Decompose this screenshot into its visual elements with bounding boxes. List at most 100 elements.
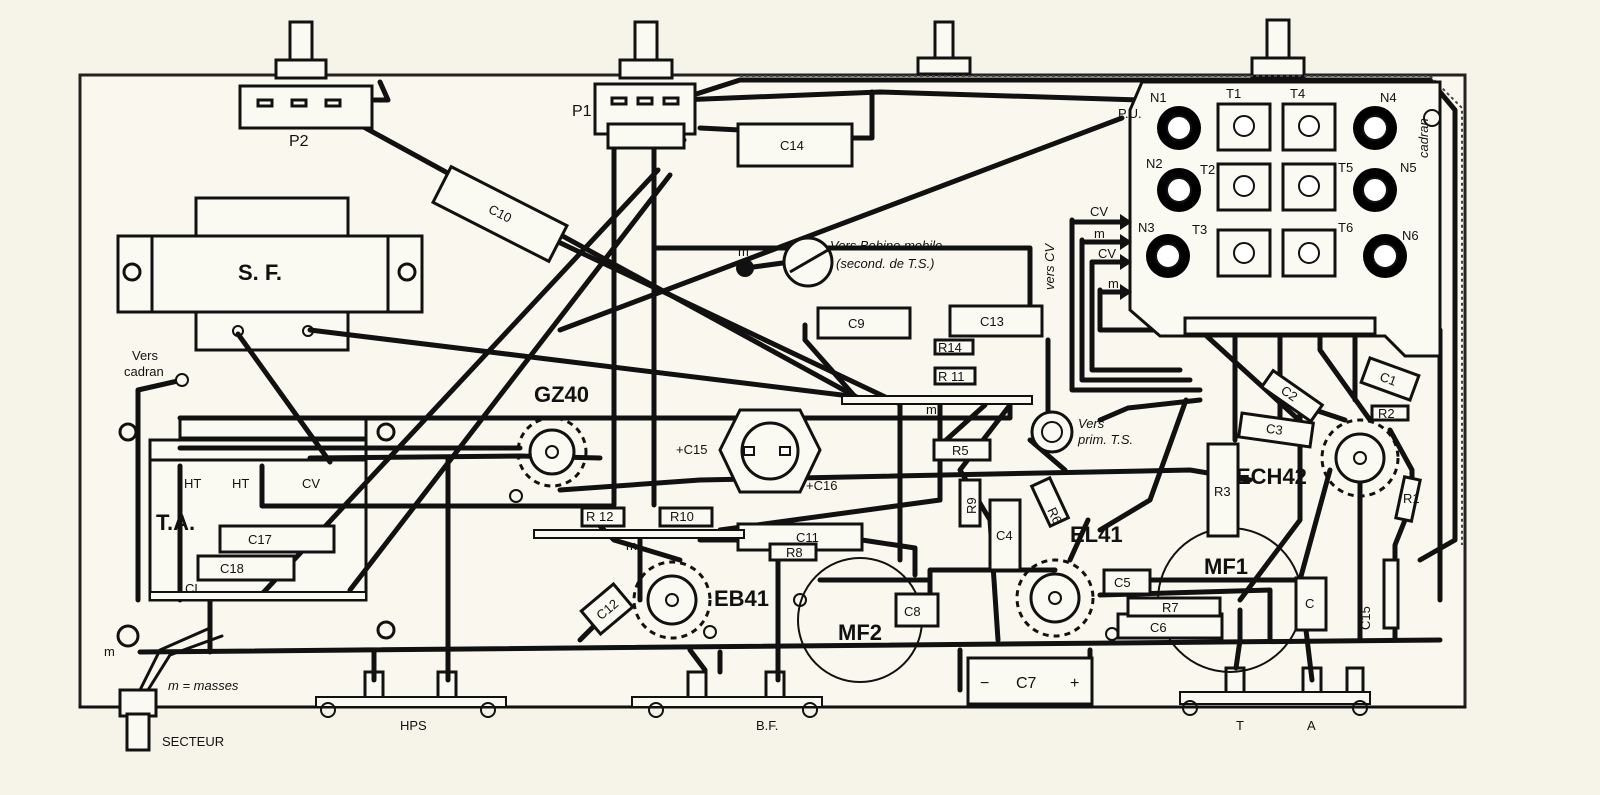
c-capacitor: C bbox=[1294, 576, 1328, 632]
c14-label: C14 bbox=[780, 138, 804, 153]
r7-resistor: R7 bbox=[1126, 596, 1222, 618]
mf2-label: MF2 bbox=[838, 620, 882, 645]
eb41-label: EB41 bbox=[714, 586, 769, 611]
t-label: T bbox=[1236, 718, 1244, 733]
p1-label: P1 bbox=[572, 103, 592, 120]
c15-capacitor: C15 bbox=[1358, 558, 1400, 630]
coil-n1: N1 bbox=[1150, 90, 1167, 105]
r14-label: R14 bbox=[938, 340, 962, 355]
coil-t2: T2 bbox=[1200, 162, 1215, 177]
r6-label: R6 bbox=[1044, 505, 1065, 526]
c3-label: C3 bbox=[1265, 421, 1284, 438]
ground-m-label-2: m bbox=[626, 538, 637, 553]
sf-transformer bbox=[116, 196, 424, 352]
arrow-m2: m bbox=[1108, 276, 1119, 291]
c8-capacitor: C8 bbox=[894, 592, 940, 628]
if-transformer-mf2: MF2 bbox=[797, 557, 923, 683]
r3-resistor: R3 bbox=[1206, 442, 1240, 538]
c13-label: C13 bbox=[980, 314, 1004, 329]
m-label: m bbox=[104, 644, 115, 659]
c-label: C bbox=[1305, 596, 1314, 611]
p2-potentiometer: P2 bbox=[238, 84, 374, 150]
arrow-m1: m bbox=[1094, 226, 1105, 241]
c1-capacitor: C1 bbox=[1359, 355, 1421, 403]
c18-label: C18 bbox=[220, 561, 244, 576]
secteur-label: SECTEUR bbox=[162, 734, 224, 749]
p2-label: P2 bbox=[289, 133, 309, 150]
c9-label: C9 bbox=[848, 316, 865, 331]
arrow-cv1: CV bbox=[1090, 204, 1108, 219]
vers-bobine-line1: Vers Bobine mobile bbox=[830, 238, 942, 253]
r1-resistor: R1 bbox=[1394, 475, 1422, 523]
c11-label: C11 bbox=[796, 530, 819, 545]
pu-label: P.U. bbox=[1118, 106, 1142, 121]
c1-label: C1 bbox=[1378, 369, 1399, 389]
r10-label: R10 bbox=[670, 509, 694, 524]
c15-electrolytic-label: +C15 bbox=[676, 442, 707, 457]
c6-label: C6 bbox=[1150, 620, 1167, 635]
coil-n6: N6 bbox=[1402, 228, 1419, 243]
sf-label: S. F. bbox=[238, 260, 282, 285]
coil-n5: N5 bbox=[1400, 160, 1417, 175]
coil-block: N1 T1 T4 N4 N2 T2 T5 N5 N3 T3 T6 N6 P.U. bbox=[1118, 80, 1442, 358]
p1-potentiometer: P1 bbox=[572, 82, 697, 150]
c15-label: C15 bbox=[1358, 606, 1373, 630]
tube-eb41: EB41 bbox=[632, 560, 769, 640]
r6-resistor: R6 bbox=[1029, 475, 1071, 529]
capacitor-group: C14 C10 C9 C13 C17 C18 C11 C12 C8 C4 C5 … bbox=[196, 122, 1421, 640]
r14-resistor: R14 bbox=[933, 338, 975, 356]
c5-capacitor: C5 bbox=[1102, 568, 1152, 596]
ht2-label: HT bbox=[232, 476, 249, 491]
hps-label: HPS bbox=[400, 718, 427, 733]
c4-label: C4 bbox=[996, 528, 1013, 543]
vers-prim-line1: Vers bbox=[1078, 416, 1105, 431]
r11-label: R 11 bbox=[938, 369, 965, 384]
coil-n2: N2 bbox=[1146, 156, 1163, 171]
c14-capacitor: C14 bbox=[736, 122, 854, 168]
c17-label: C17 bbox=[248, 532, 272, 547]
resistor-group: R14 R 11 R5 R9 R6 R 12 R10 R8 R7 R3 R2 R… bbox=[580, 338, 1422, 618]
r12-resistor: R 12 bbox=[580, 506, 626, 528]
r1-label: R1 bbox=[1403, 491, 1420, 506]
electrolytic-c15-c16: +C15 +C16 bbox=[676, 408, 837, 494]
r7-label: R7 bbox=[1162, 600, 1179, 615]
coil-t1: T1 bbox=[1226, 86, 1241, 101]
c8-label: C8 bbox=[904, 604, 921, 619]
cv-arrows: CV m CV m bbox=[1069, 204, 1132, 300]
ech42-label: ECH42 bbox=[1236, 464, 1307, 489]
c18-capacitor: C18 bbox=[196, 554, 296, 582]
c11-capacitor: C11 bbox=[736, 522, 864, 552]
cl-label: CL bbox=[185, 581, 202, 596]
r5-resistor: R5 bbox=[932, 438, 992, 462]
ht1-label: HT bbox=[184, 476, 201, 491]
cadran-label: cadran bbox=[1416, 118, 1431, 158]
el41-label: EL41 bbox=[1070, 522, 1123, 547]
c7-plus: + bbox=[1070, 675, 1079, 692]
r5-label: R5 bbox=[952, 443, 969, 458]
ground-m-label: m bbox=[738, 244, 749, 259]
vers-cv-label: vers CV bbox=[1042, 242, 1057, 290]
coil-cells bbox=[1146, 102, 1407, 278]
r9-resistor: R9 bbox=[958, 478, 982, 528]
coil-n4: N4 bbox=[1380, 90, 1397, 105]
r12-label: R 12 bbox=[586, 509, 613, 524]
bf-label: B.F. bbox=[756, 718, 778, 733]
tube-ech42: ECH42 bbox=[1236, 418, 1400, 498]
arrow-cv2: CV bbox=[1098, 246, 1116, 261]
mf1-label: MF1 bbox=[1204, 554, 1248, 579]
c9-capacitor: C9 bbox=[816, 306, 912, 340]
labels: S. F. T.A. HT HT CV CL m m = masses SECT… bbox=[104, 118, 1431, 749]
cv-label: CV bbox=[302, 476, 320, 491]
masses-legend: m = masses bbox=[168, 678, 239, 693]
c3-capacitor: C3 bbox=[1236, 411, 1316, 449]
connection-dots bbox=[175, 109, 1441, 641]
front-shafts bbox=[274, 18, 1306, 80]
ground-m-label-3: m bbox=[926, 402, 937, 417]
coil-t4: T4 bbox=[1290, 86, 1305, 101]
c13-capacitor: C13 bbox=[948, 304, 1044, 338]
vers-cadran-line1: Vers bbox=[132, 348, 159, 363]
c16-electrolytic-label: +C16 bbox=[806, 478, 837, 493]
coil-t3: T3 bbox=[1192, 222, 1207, 237]
c7-minus: − bbox=[980, 675, 989, 692]
c12-capacitor: C12 bbox=[579, 581, 635, 637]
